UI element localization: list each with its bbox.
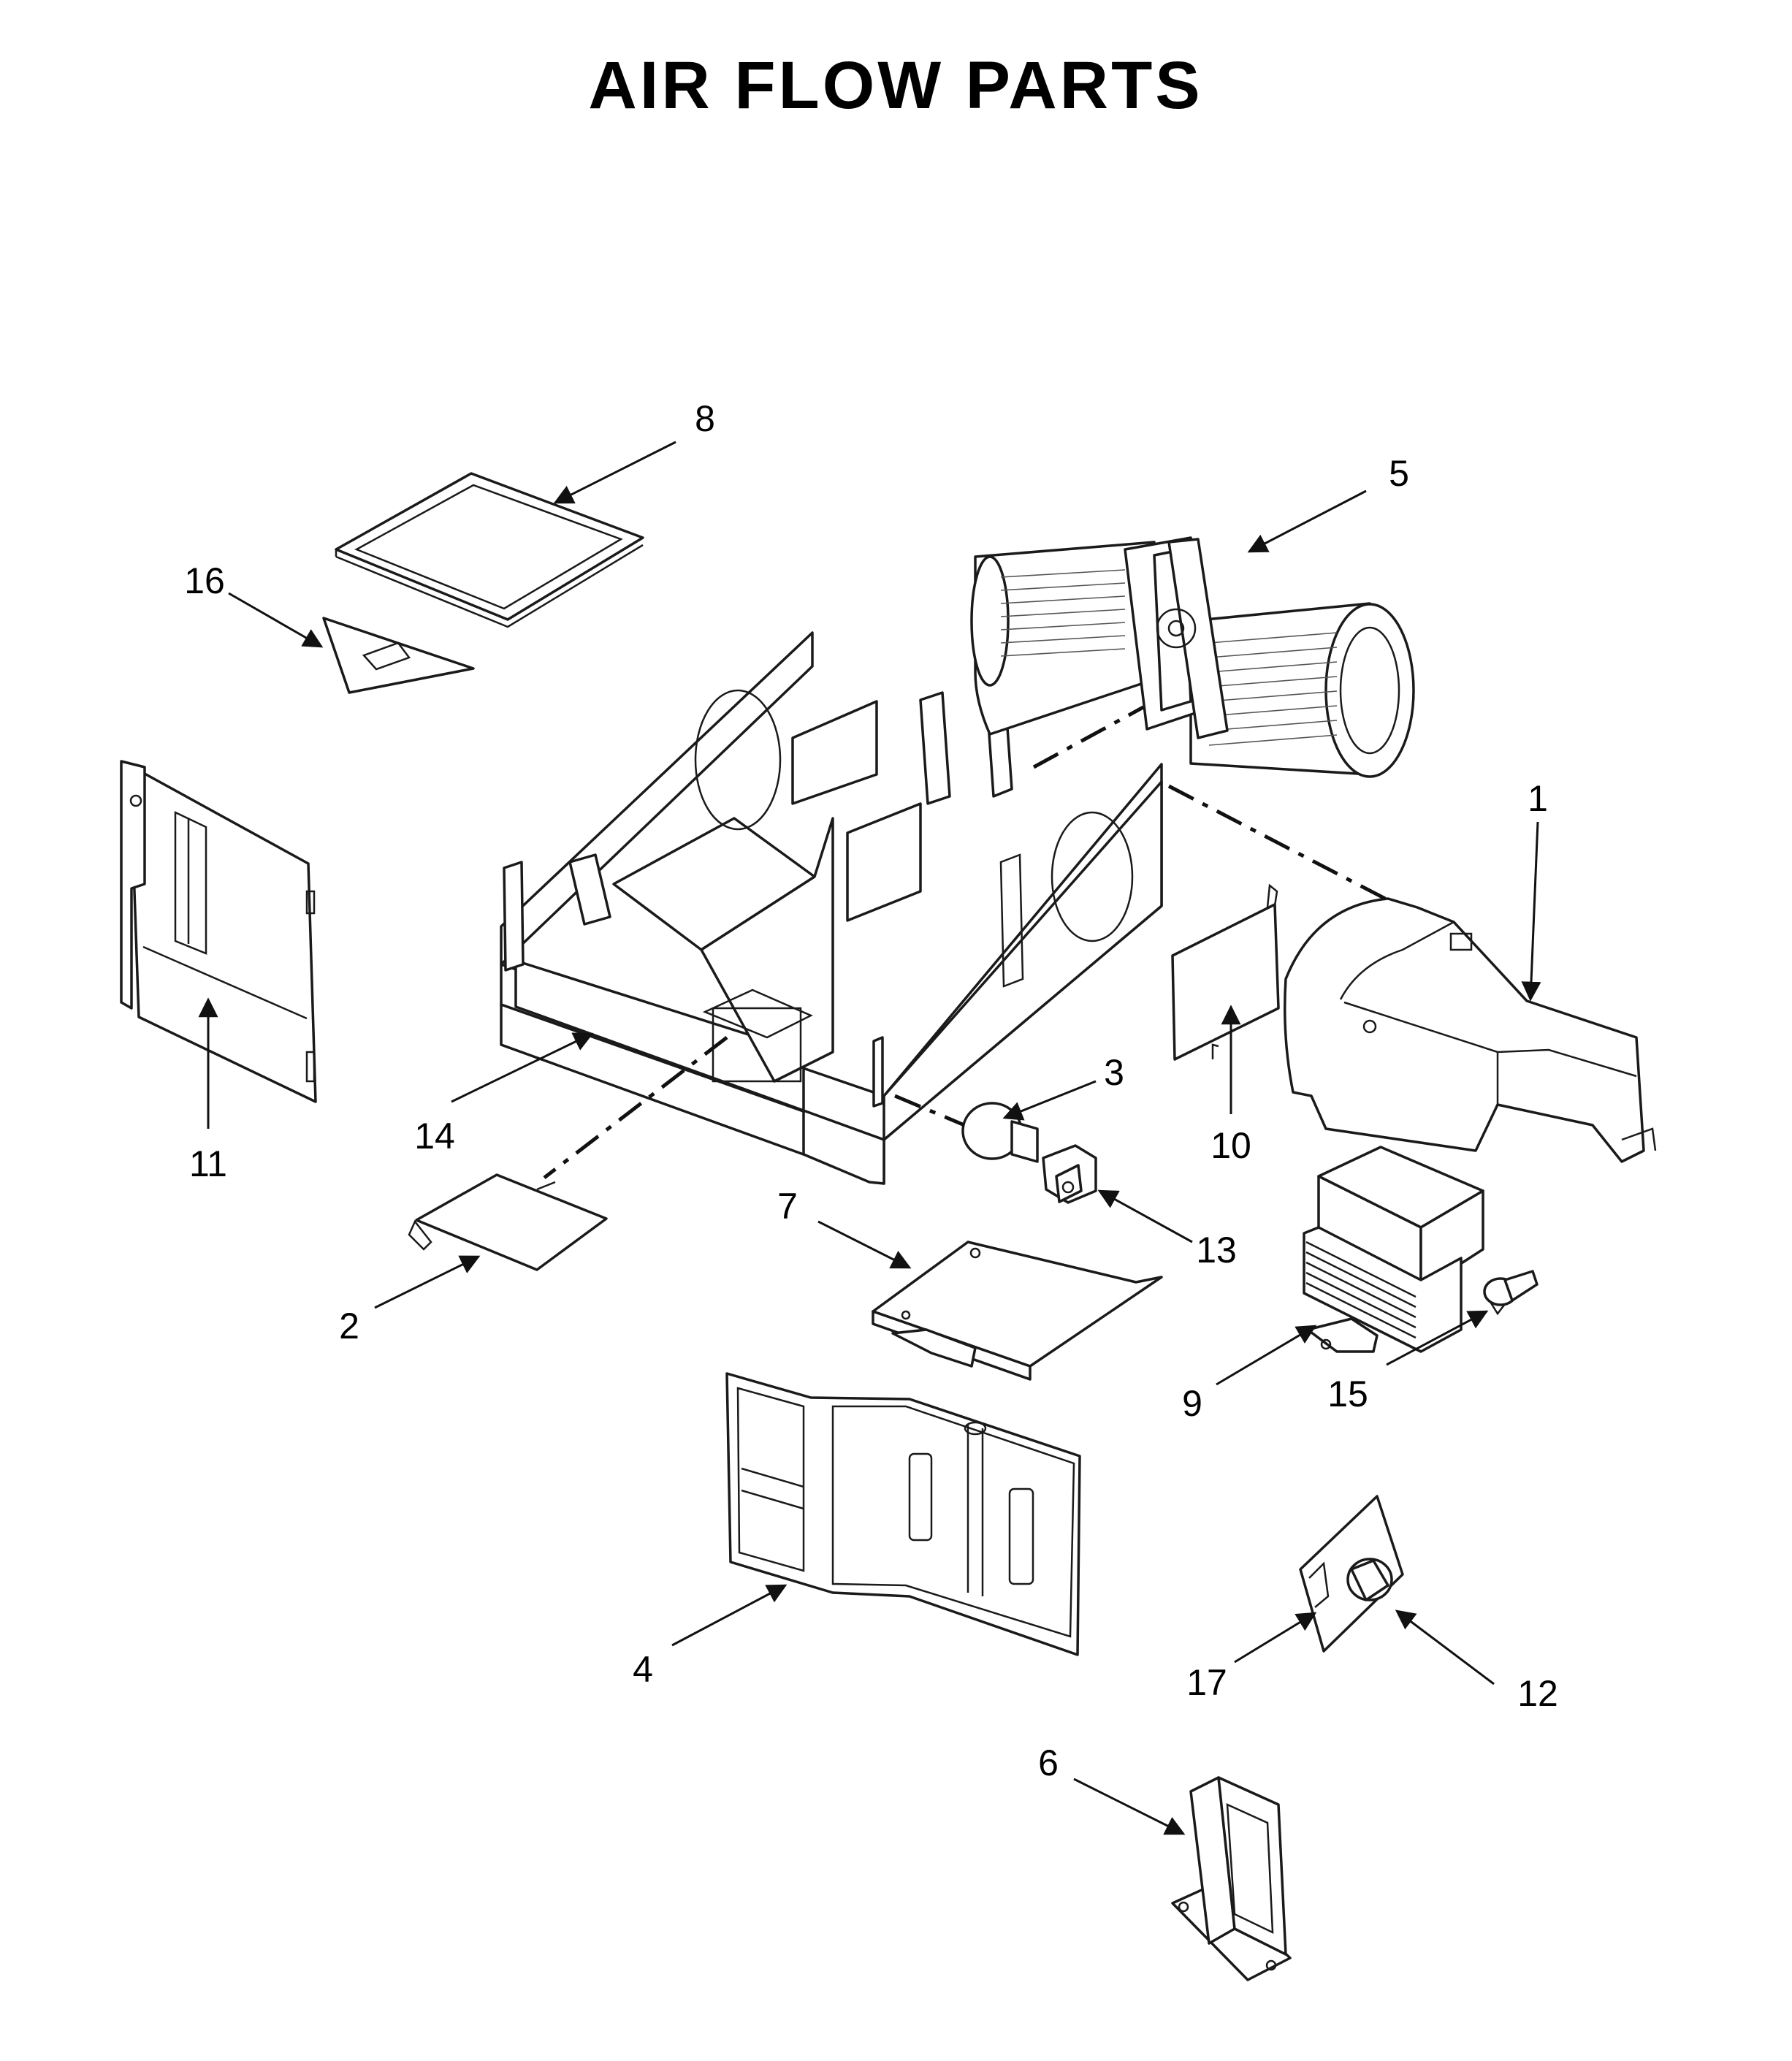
callout-11: 11 [189,1143,227,1184]
callout-8: 8 [695,398,715,439]
callout-10: 10 [1210,1125,1251,1166]
callout-9: 9 [1182,1383,1202,1424]
part-8-filter [335,472,644,628]
part-4-back-panel [725,1372,1081,1656]
callout-4: 4 [633,1649,653,1690]
callout-2: 2 [339,1306,359,1346]
part-9-transformer [1303,1146,1484,1353]
part-17-12-bracket-knob [1299,1495,1404,1653]
callout-labels: 8 5 16 1 3 14 10 11 13 7 2 9 15 4 17 12 … [184,398,1558,1783]
callout-17: 17 [1186,1662,1227,1703]
callout-3: 3 [1104,1052,1124,1093]
part-5-blower-motor [970,536,1415,778]
part-7-cover-plate [872,1241,1163,1381]
part-16-plate [322,617,475,694]
part-15-thermal-cutout [1483,1270,1539,1316]
callout-13: 13 [1196,1230,1237,1270]
part-6-stand [1171,1776,1292,1981]
part-10-panel [1171,883,1280,1061]
callout-7: 7 [777,1186,798,1227]
part-14-chassis [500,631,1163,1185]
part-11-side-panel [120,760,317,1103]
callout-6: 6 [1038,1742,1059,1783]
part-2-plate [408,1173,608,1271]
callout-14: 14 [414,1116,455,1157]
callout-12: 12 [1517,1673,1558,1714]
assembly-lines [543,705,1389,1179]
callout-15: 15 [1327,1374,1368,1414]
callout-1: 1 [1528,778,1548,819]
part-13-socket [1042,1144,1097,1204]
callout-16: 16 [184,560,225,601]
callout-5: 5 [1389,453,1409,494]
leader-lines [198,441,1541,1835]
diagram-title: AIR FLOW PARTS [588,48,1202,123]
part-1-air-duct [1284,897,1657,1163]
part-3-bulb [961,1102,1039,1163]
